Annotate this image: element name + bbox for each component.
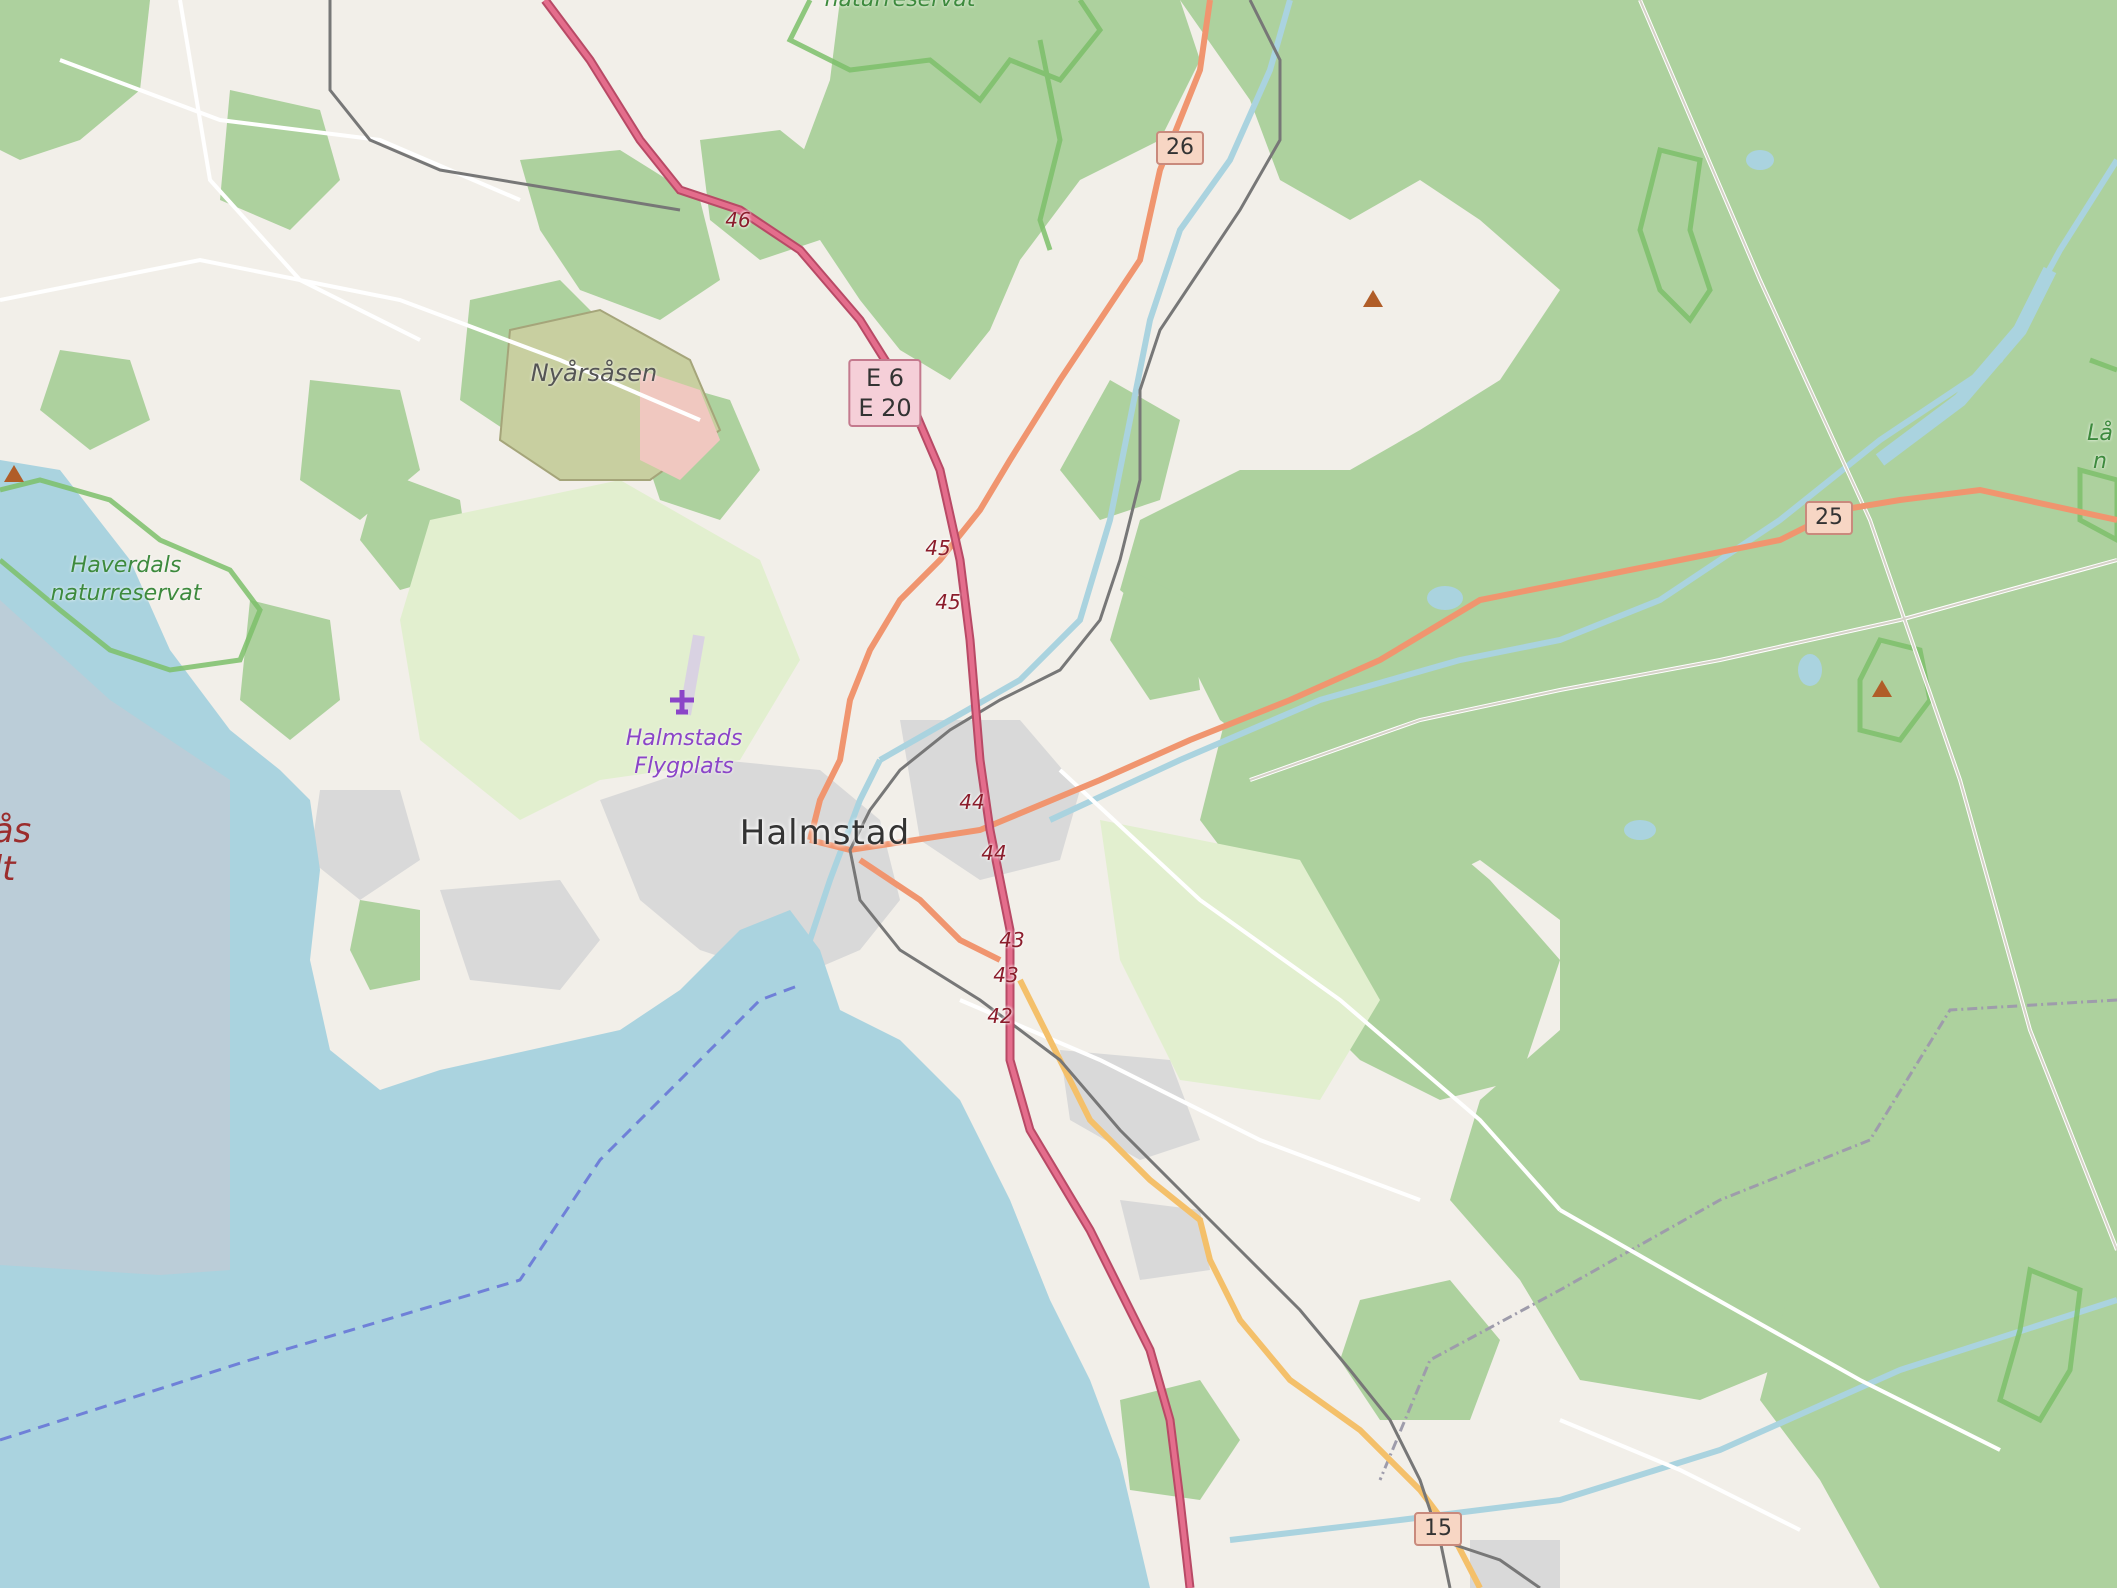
road-shield-25: 25: [1805, 501, 1853, 535]
motorway: [541, 0, 1195, 1588]
military-area: [640, 370, 720, 480]
shield-e6-label: E 6: [865, 364, 905, 392]
tracks: [1249, 0, 2117, 1251]
railways: [328, 0, 1541, 1588]
reserve-borders: [0, 0, 2117, 1424]
exit-43-south: 43: [993, 963, 1019, 987]
trunk-roads: [807, 0, 2117, 963]
small-lakes: [1427, 150, 1822, 840]
airport-runway: [679, 634, 705, 716]
exit-43-north: 43: [999, 928, 1025, 952]
road-shield-e6-e20: E 6 E 20: [848, 359, 922, 427]
sea-water: [0, 460, 1150, 1588]
meadow-areas: [400, 480, 1380, 1100]
exit-45-north: 45: [925, 536, 951, 560]
admin-boundary: [1378, 998, 2117, 1481]
peak-icons: [4, 290, 1892, 697]
exit-46: 46: [725, 208, 751, 232]
road-shield-26: 26: [1156, 131, 1204, 165]
restricted-area: [0, 600, 230, 1275]
ferry-route: [0, 983, 801, 1442]
road-shield-15: 15: [1414, 1512, 1462, 1546]
lake-strip: [1875, 266, 2057, 466]
exit-42: 42: [987, 1004, 1013, 1028]
exit-45-south: 45: [935, 590, 961, 614]
exit-44-south: 44: [981, 841, 1007, 865]
airport-icon: [670, 690, 694, 715]
shield-e20-label: E 20: [858, 394, 912, 422]
exit-44-north: 44: [959, 790, 985, 814]
